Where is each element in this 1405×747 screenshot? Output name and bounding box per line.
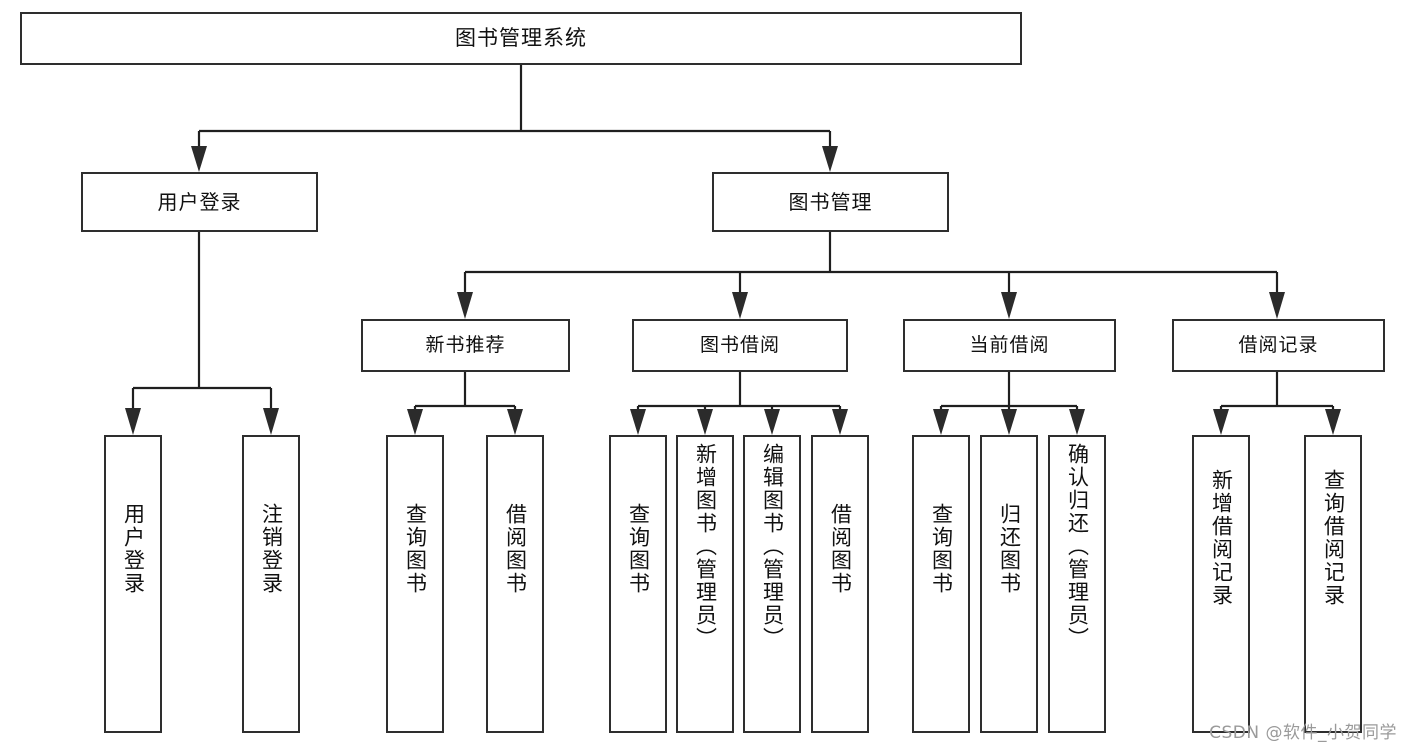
node-current-borrow[interactable]: 当前借阅: [903, 319, 1116, 372]
node-user-login-label: 用户登录: [157, 189, 242, 214]
leaf-confirm-return[interactable]: 确认归还（管理员）: [1048, 435, 1106, 733]
arrow-userlogin-right: [263, 408, 279, 435]
leaf-return-book-label: 归还图书: [997, 503, 1022, 595]
node-new-book-recommend[interactable]: 新书推荐: [361, 319, 570, 372]
arrow-bookborrow-l3: [764, 409, 780, 435]
node-user-login[interactable]: 用户登录: [81, 172, 318, 232]
leaf-query-record-label: 查询借阅记录: [1321, 469, 1346, 607]
node-new-book-recommend-label: 新书推荐: [425, 333, 506, 356]
leaf-user-login-label: 用户登录: [121, 503, 146, 595]
leaf-add-record-label: 新增借阅记录: [1209, 469, 1234, 607]
node-root-label: 图书管理系统: [455, 25, 587, 50]
leaf-edit-book-label: 编辑图书（管理员）: [760, 443, 785, 650]
arrow-currentborrow-l3: [1069, 409, 1085, 435]
leaf-borrow-book-2[interactable]: 借阅图书: [811, 435, 869, 733]
leaf-query-book-1[interactable]: 查询图书: [386, 435, 444, 733]
leaf-query-record[interactable]: 查询借阅记录: [1304, 435, 1362, 733]
leaf-add-book[interactable]: 新增图书（管理员）: [676, 435, 734, 733]
arrow-newbook-l1: [407, 409, 423, 435]
leaf-query-book-2[interactable]: 查询图书: [609, 435, 667, 733]
arrow-bookborrow-l4: [832, 409, 848, 435]
leaf-query-book-3-label: 查询图书: [929, 503, 954, 595]
arrow-bookmanage-c3: [1001, 292, 1017, 319]
leaf-borrow-book-2-label: 借阅图书: [828, 503, 853, 595]
csdn-watermark: CSDN @软件_小贺同学: [1209, 723, 1397, 743]
arrow-root-to-book-manage: [822, 146, 838, 172]
arrow-borrowrecord-l1: [1213, 409, 1229, 435]
leaf-logout-login[interactable]: 注销登录: [242, 435, 300, 733]
leaf-logout-login-label: 注销登录: [259, 503, 284, 595]
leaf-query-book-1-label: 查询图书: [403, 503, 428, 595]
node-current-borrow-label: 当前借阅: [969, 333, 1050, 356]
leaf-add-book-label: 新增图书（管理员）: [693, 443, 718, 650]
leaf-return-book[interactable]: 归还图书: [980, 435, 1038, 733]
leaf-borrow-book-1-label: 借阅图书: [503, 503, 528, 595]
leaf-user-login[interactable]: 用户登录: [104, 435, 162, 733]
node-book-manage[interactable]: 图书管理: [712, 172, 949, 232]
node-borrow-record[interactable]: 借阅记录: [1172, 319, 1385, 372]
arrow-bookmanage-c4: [1269, 292, 1285, 319]
leaf-borrow-book-1[interactable]: 借阅图书: [486, 435, 544, 733]
node-borrow-record-label: 借阅记录: [1238, 333, 1319, 356]
node-root[interactable]: 图书管理系统: [20, 12, 1022, 65]
leaf-query-book-3[interactable]: 查询图书: [912, 435, 970, 733]
arrow-bookborrow-l2: [697, 409, 713, 435]
node-book-manage-label: 图书管理: [788, 189, 873, 214]
node-book-borrow-label: 图书借阅: [699, 333, 780, 356]
arrow-newbook-l2: [507, 409, 523, 435]
leaf-query-book-2-label: 查询图书: [626, 503, 651, 595]
arrow-bookmanage-c2: [732, 292, 748, 319]
arrow-bookmanage-c1: [457, 292, 473, 319]
leaf-add-record[interactable]: 新增借阅记录: [1192, 435, 1250, 733]
arrow-root-to-user-login: [191, 146, 207, 172]
arrow-borrowrecord-l2: [1325, 409, 1341, 435]
leaf-edit-book[interactable]: 编辑图书（管理员）: [743, 435, 801, 733]
arrow-currentborrow-l2: [1001, 409, 1017, 435]
leaf-confirm-return-label: 确认归还（管理员）: [1065, 443, 1090, 650]
arrow-userlogin-left: [125, 408, 141, 435]
node-book-borrow[interactable]: 图书借阅: [632, 319, 848, 372]
arrow-bookborrow-l1: [630, 409, 646, 435]
arrow-currentborrow-l1: [933, 409, 949, 435]
